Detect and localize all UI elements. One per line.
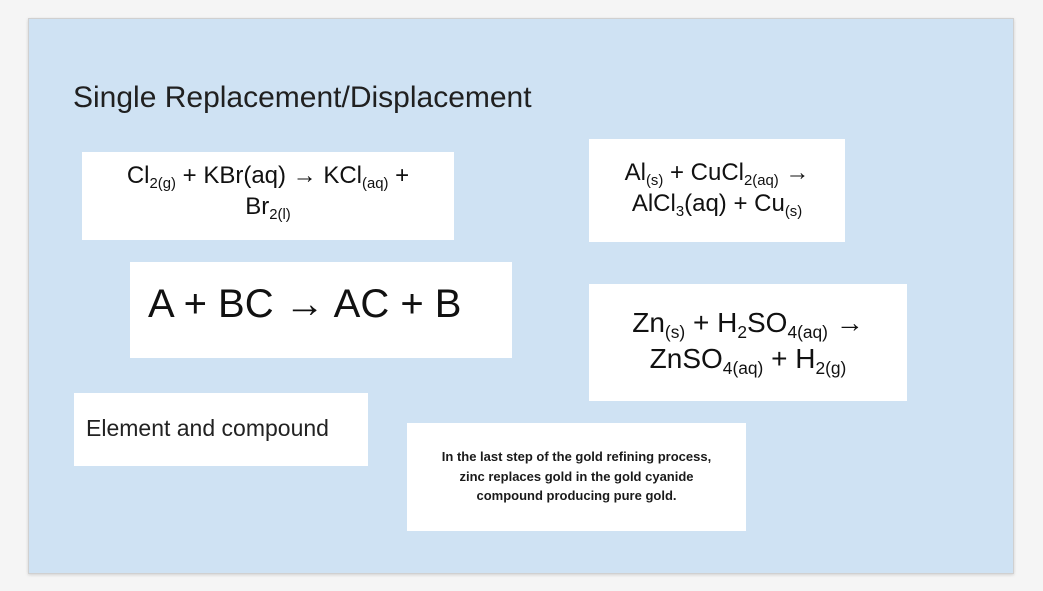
- subscript: 4(aq): [722, 358, 764, 379]
- subscript: (s): [645, 173, 664, 190]
- subscript: 3: [675, 204, 685, 221]
- formula-text: SO: [746, 307, 788, 338]
- formula-text: + CuCl: [663, 159, 744, 186]
- equation-zinc-sulfuric-acid: Zn(s) + H2SO4(aq) → ZnSO4(aq) + H2(g): [589, 284, 907, 401]
- equation-line: Cl2(g) + KBr(aq) → KCl(aq) +: [82, 162, 454, 193]
- formula-text: +: [388, 162, 410, 189]
- formula-text: →: [827, 307, 864, 338]
- equation-aluminum-copper-chloride: Al(s) + CuCl2(aq) → AlCl3(aq) + Cu(s): [589, 139, 845, 242]
- element-and-compound-label: Element and compound: [74, 393, 368, 466]
- formula-text: Zn: [632, 307, 665, 338]
- subscript: 2(l): [269, 207, 291, 224]
- slide-title: Single Replacement/Displacement: [73, 81, 532, 114]
- subscript: 4(aq): [787, 322, 828, 343]
- formula-text: →: [778, 159, 810, 186]
- formula-text: Br: [245, 193, 270, 221]
- formula-text: ZnSO: [649, 343, 723, 375]
- subscript: 2(aq): [744, 173, 779, 190]
- equation-line: Zn(s) + H2SO4(aq) →: [589, 307, 907, 343]
- subscript: (s): [784, 204, 803, 221]
- formula-text: Cl: [126, 162, 150, 189]
- formula-text: + H: [763, 343, 816, 375]
- formula-text: AlCl: [631, 190, 676, 218]
- formula-text: (aq) + Cu: [684, 190, 785, 218]
- formula-text: + H: [685, 307, 738, 338]
- formula-text: KCl: [323, 162, 363, 189]
- formula-text: + KBr(aq) →: [175, 162, 324, 189]
- formula-text: Al: [624, 159, 646, 186]
- note-line: In the last step of the gold refining pr…: [441, 449, 712, 464]
- equation-line: AlCl3(aq) + Cu(s): [589, 190, 845, 221]
- slide: Single Replacement/Displacement Cl2(g) +…: [28, 18, 1014, 574]
- note-line: compound producing pure gold.: [476, 488, 677, 503]
- subscript: 2: [737, 322, 747, 343]
- gold-refining-note: In the last step of the gold refining pr…: [407, 423, 746, 531]
- general-equation: A + BC → AC + B: [130, 262, 512, 358]
- subscript: 2(g): [149, 176, 176, 193]
- subscript: (aq): [362, 176, 389, 193]
- equation-chlorine-potassium-bromide: Cl2(g) + KBr(aq) → KCl(aq) + Br2(l): [82, 152, 454, 240]
- subscript: 2(g): [815, 358, 847, 379]
- note-line: zinc replaces gold in the gold cyanide: [459, 468, 694, 484]
- subscript: (s): [664, 322, 686, 343]
- equation-line: Al(s) + CuCl2(aq) →: [589, 159, 845, 190]
- equation-line: ZnSO4(aq) + H2(g): [589, 343, 907, 379]
- equation-line: Br2(l): [82, 193, 454, 224]
